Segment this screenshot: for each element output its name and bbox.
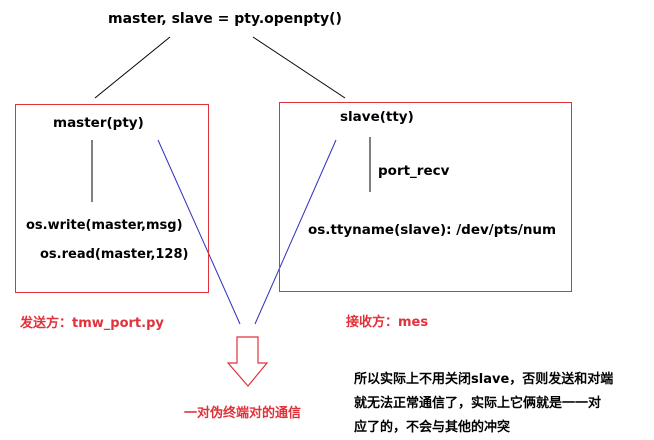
slave-title: slave(tty) — [340, 109, 414, 125]
connector-line-left — [157, 139, 241, 325]
arrow-caption: 一对伪终端对的通信 — [184, 406, 302, 421]
write-call: os.write(master,msg) — [26, 218, 183, 233]
sender-label: 发送方：tmw_port.py — [20, 316, 164, 331]
master-box — [15, 104, 209, 293]
branch-line-left — [94, 36, 171, 99]
receiver-label: 接收方：mes — [346, 315, 429, 330]
slave-box — [279, 102, 572, 292]
read-call: os.read(master,128) — [40, 247, 189, 262]
down-arrow-icon — [226, 336, 269, 387]
ttyname-call: os.ttyname(slave): /dev/pts/num — [308, 222, 557, 238]
note-line-3: 应了的，不会与其他的冲突 — [354, 420, 511, 435]
master-title: master(pty) — [53, 115, 144, 131]
note-line-1: 所以实际上不用关闭slave，否则发送和对端 — [354, 372, 614, 387]
connector-line-right — [254, 139, 337, 325]
openpty-formula: master, slave = pty.openpty() — [108, 11, 342, 27]
explanation-note: 所以实际上不用关闭slave，否则发送和对端 就无法正常通信了，实际上它俩就是一… — [354, 368, 650, 440]
branch-line-right — [252, 36, 346, 99]
note-line-2: 就无法正常通信了，实际上它俩就是一一对 — [354, 396, 602, 411]
port-recv-label: port_recv — [378, 163, 450, 179]
